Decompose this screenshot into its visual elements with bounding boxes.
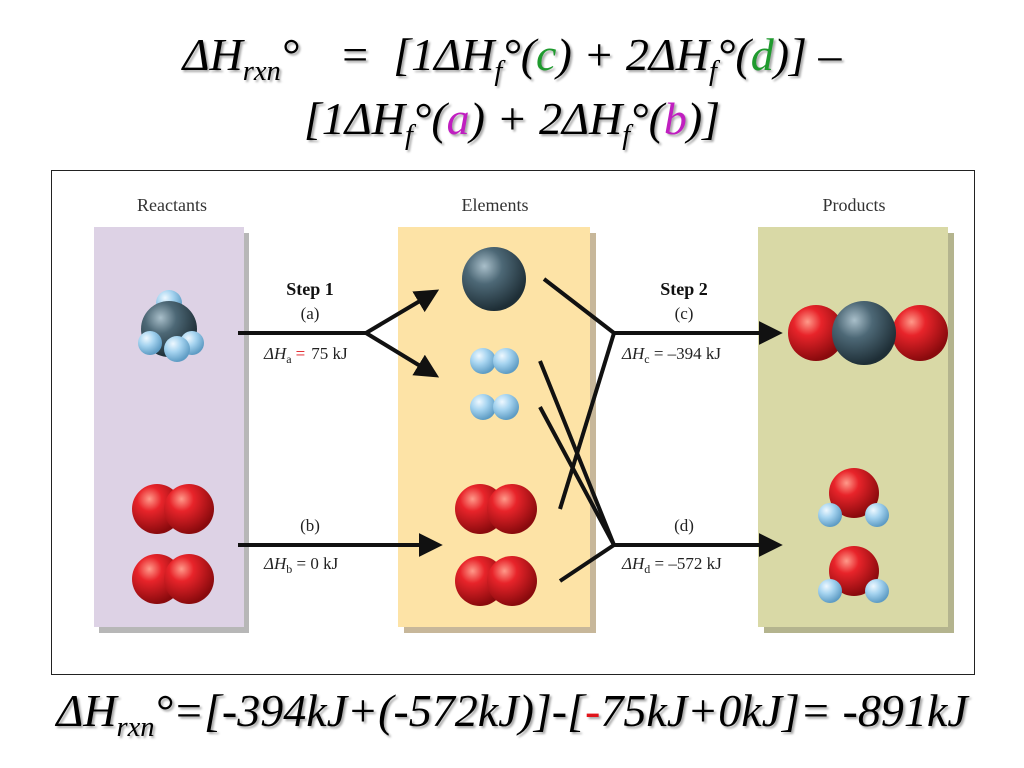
degree-symbol: ° (280, 29, 300, 80)
step-1-arrows (238, 289, 443, 557)
water-molecule (818, 546, 889, 603)
term-mid: ) + 2ΔH (556, 29, 710, 80)
negative-sign: - (585, 685, 601, 736)
term-mid: °( (412, 93, 447, 144)
delta-h-b: ΔHb = 0 kJ (263, 554, 339, 576)
step-label-a: (a) (301, 304, 320, 323)
term-mid: °( (502, 29, 537, 80)
result-equation: ΔHrxn°=[-394kJ+(-572kJ)]-[-75kJ+0kJ]= -8… (0, 684, 1024, 744)
step-1-title: Step 1 (286, 279, 334, 299)
label-d: d (750, 29, 774, 80)
water-molecule (818, 468, 889, 527)
term-mid: °( (630, 93, 664, 144)
step-2-arrows (538, 277, 783, 583)
hydrogen-molecule (470, 394, 519, 420)
equation-line-1: ΔHrxn°= [1ΔHf°(c) + 2ΔHf°(d)] – (0, 28, 1024, 88)
delta-h: ΔH (182, 29, 243, 80)
oxygen-molecule (455, 484, 537, 534)
oxygen-molecule (455, 556, 537, 606)
equation-line-2: [1ΔHf°(a) + 2ΔHf°(b)] (0, 92, 1024, 152)
step-2-title: Step 2 (660, 279, 708, 299)
term-close: )] – (773, 29, 842, 80)
hydrogen-molecule (470, 348, 519, 374)
methane-molecule (138, 290, 204, 362)
label-a: a (446, 93, 470, 144)
term-mid: °( (716, 29, 751, 80)
f-subscript: f (709, 55, 717, 87)
oxygen-molecule (132, 554, 214, 604)
delta-h: ΔH (56, 685, 117, 736)
hess-law-diagram: Reactants Elements Products (51, 170, 975, 675)
delta-h-c: ΔHc = –394 kJ (621, 344, 721, 366)
label-c: c (536, 29, 557, 80)
column-title-elements: Elements (462, 195, 529, 215)
result-part-2: 75kJ+0kJ]= -891kJ (600, 685, 968, 736)
column-title-products: Products (823, 195, 886, 215)
rxn-subscript: rxn (116, 711, 155, 743)
f-subscript: f (494, 55, 503, 87)
oxygen-molecule (132, 484, 214, 534)
delta-h-d: ΔHd = –572 kJ (621, 554, 722, 576)
term-open: [1ΔH (303, 93, 405, 144)
step-label-c: (c) (675, 304, 694, 323)
diagram-canvas: Reactants Elements Products (94, 195, 954, 633)
label-b: b (663, 93, 687, 144)
step-label-d: (d) (674, 516, 694, 535)
carbon-dioxide-molecule (788, 301, 948, 365)
column-title-reactants: Reactants (137, 195, 207, 215)
f-subscript: f (405, 119, 413, 151)
term-mid: ) + 2ΔH (469, 93, 623, 144)
delta-h-a: ΔHa=75 kJ (263, 344, 348, 366)
f-subscript: f (622, 119, 631, 151)
carbon-atom (462, 247, 526, 311)
result-part-1: °=[-394kJ+(-572kJ)]-[ (154, 685, 586, 736)
rxn-subscript: rxn (242, 55, 281, 87)
step-label-b: (b) (300, 516, 320, 535)
term-close: )] (686, 93, 721, 144)
term-open: [1ΔH (393, 29, 495, 80)
equals-sign: = (339, 29, 371, 80)
